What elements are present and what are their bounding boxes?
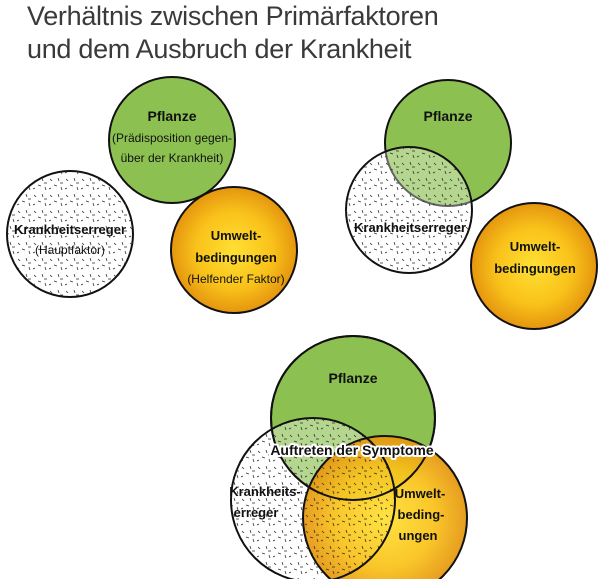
panel3-env-line-2: beding- bbox=[398, 507, 445, 522]
panel-3-disease-triangle: Pflanze Auftreten der Symptome Krankheit… bbox=[229, 335, 468, 579]
panel2-plant-title: Pflanze bbox=[423, 108, 472, 124]
panel1-env-title-2: bedingungen bbox=[195, 250, 277, 265]
diagram-title: Verhältnis zwischen Primärfaktoren und d… bbox=[27, 0, 439, 66]
panel3-env-line-3: ungen bbox=[399, 528, 438, 543]
panel3-plant-title: Pflanze bbox=[328, 370, 377, 386]
panel3-environment-circle bbox=[303, 436, 467, 579]
panel2-pathogen-title: Krankheitserreger bbox=[354, 220, 466, 235]
panel1-env-title-1: Umwelt- bbox=[211, 228, 262, 243]
panel1-pathogen-sub: (Hauptfaktor) bbox=[35, 243, 105, 257]
panel2-pathogen-circle bbox=[345, 146, 473, 274]
panel1-environment-circle bbox=[170, 186, 298, 314]
panel2-environment-circle bbox=[470, 202, 598, 330]
panel3-env-line-1: Umwelt- bbox=[395, 486, 446, 501]
panel1-plant-line2: über der Krankheit) bbox=[121, 151, 224, 165]
title-line-2: und dem Ausbruch der Krankheit bbox=[27, 34, 412, 64]
panel1-plant-title: Pflanze bbox=[147, 108, 196, 124]
panel2-env-title-2: bedingungen bbox=[494, 261, 576, 276]
panel1-pathogen-circle bbox=[6, 170, 134, 298]
title-line-1: Verhältnis zwischen Primärfaktoren bbox=[27, 1, 439, 31]
panel1-env-sub: (Helfender Faktor) bbox=[187, 272, 284, 286]
panel-2-plant-pathogen-overlap: Pflanze Krankheitserreger Umwelt- beding… bbox=[345, 79, 598, 330]
panel1-plant-line1: (Prädisposition gegen- bbox=[112, 131, 232, 145]
panel1-pathogen-title: Krankheitserreger bbox=[14, 222, 126, 237]
panel2-env-title-1: Umwelt- bbox=[510, 239, 561, 254]
panel-1-separate-factors: Pflanze (Prädisposition gegen- über der … bbox=[6, 76, 298, 314]
panel3-pathogen-line-1: Krankheits- bbox=[229, 484, 301, 499]
panel1-plant-circle bbox=[108, 76, 236, 204]
panel3-symptoms-label: Auftreten der Symptome bbox=[270, 442, 434, 458]
panel3-pathogen-line-2: erreger bbox=[234, 505, 279, 520]
